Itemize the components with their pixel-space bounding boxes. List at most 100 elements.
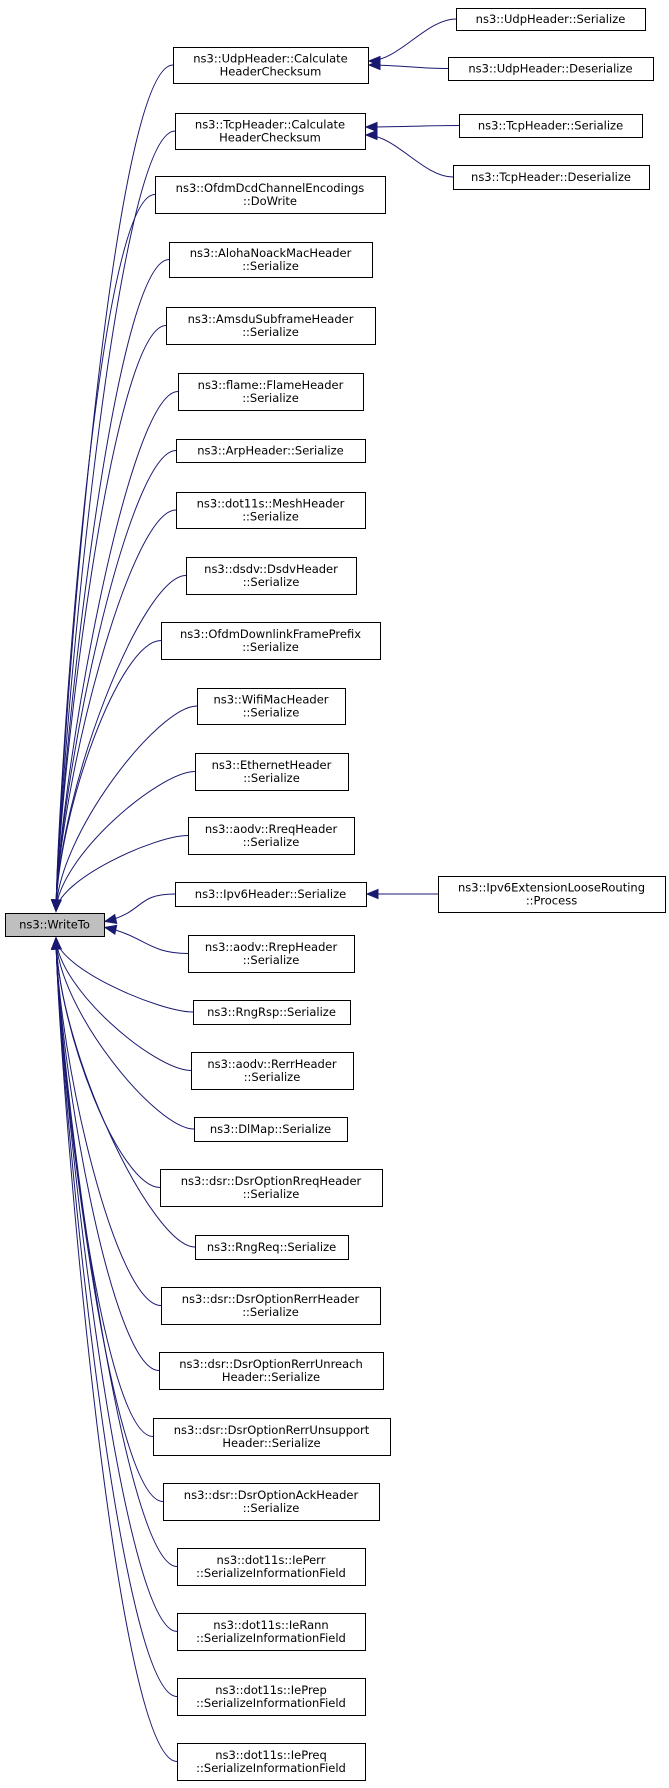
node-ofdm-dl[interactable]: ns3::OfdmDownlinkFramePrefix::Serialize xyxy=(161,622,381,660)
node-rrep[interactable]: ns3::aodv::RrepHeader::Serialize xyxy=(188,935,355,973)
node-box xyxy=(153,1418,391,1456)
node-label-line: HeaderChecksum xyxy=(219,131,321,145)
node-label-line: ::Serialize xyxy=(244,1070,301,1084)
edge-udp-ser-to-udp-calc xyxy=(368,18,457,62)
node-label-line: ns3::WifiMacHeader xyxy=(213,693,328,707)
node-label-line: ::SerializeInformationField xyxy=(196,1696,346,1710)
node-flame[interactable]: ns3::flame::FlameHeader::Serialize xyxy=(178,373,364,411)
node-label-line: ::Serialize xyxy=(243,1501,300,1515)
node-label-line: ns3::dsdv::DsdvHeader xyxy=(204,562,338,576)
arrowhead-preq xyxy=(50,936,62,950)
node-rngreq[interactable]: ns3::RngReq::Serialize xyxy=(195,1235,349,1260)
node-label-line: ::Serialize xyxy=(242,640,299,654)
node-label-line: ns3::TcpHeader::Calculate xyxy=(195,118,345,132)
edge-wifi-to-root xyxy=(55,705,198,912)
node-label-line: ::Serialize xyxy=(243,953,300,967)
node-box xyxy=(188,817,355,855)
root-node[interactable]: ns3::WriteTo xyxy=(5,913,105,937)
node-dsr-rreq[interactable]: ns3::dsr::DsrOptionRreqHeader::Serialize xyxy=(160,1169,383,1207)
node-ipv6ext[interactable]: ns3::Ipv6ExtensionLooseRouting::Process xyxy=(438,876,666,913)
edge-rreq-to-root xyxy=(55,835,189,912)
node-eth[interactable]: ns3::EthernetHeader::Serialize xyxy=(195,753,349,791)
node-preq[interactable]: ns3::dot11s::IePreq::SerializeInformatio… xyxy=(177,1743,366,1781)
edges-layer xyxy=(50,18,460,1762)
node-label-line: ns3::RngReq::Serialize xyxy=(207,1240,336,1254)
node-label-line: ns3::OfdmDownlinkFramePrefix xyxy=(180,627,361,641)
node-arp[interactable]: ns3::ArpHeader::Serialize xyxy=(176,439,366,463)
edge-aloha-to-root xyxy=(55,259,170,912)
node-rreq[interactable]: ns3::aodv::RreqHeader::Serialize xyxy=(188,817,355,855)
arrowhead-rreq xyxy=(51,899,62,913)
node-box xyxy=(155,176,386,214)
node-label-line: ::Process xyxy=(526,894,577,908)
edge-dsr-rerr-to-root xyxy=(55,937,162,1306)
edge-tcp-ser-to-tcp-calc xyxy=(365,125,460,128)
node-wifi[interactable]: ns3::WifiMacHeader::Serialize xyxy=(197,688,346,725)
edge-prep-to-root xyxy=(55,937,178,1697)
node-label-line: ns3::dot11s::MeshHeader xyxy=(197,497,345,511)
nodes-layer: ns3::WriteTons3::UdpHeader::CalculateHea… xyxy=(5,8,666,1781)
arrowhead-tcp-ser xyxy=(364,121,378,133)
node-label-line: ns3::UdpHeader::Serialize xyxy=(476,12,626,26)
edge-rerr-to-root xyxy=(55,937,192,1071)
node-label-line: ::Serialize xyxy=(242,325,299,339)
node-label-line: ns3::aodv::RerrHeader xyxy=(207,1057,337,1071)
node-tcp-deser[interactable]: ns3::TcpHeader::Deserialize xyxy=(453,165,650,190)
node-label-line: ns3::dot11s::IePerr xyxy=(217,1553,326,1567)
edge-tcp-deser-to-tcp-calc xyxy=(365,134,454,178)
node-dsr-ack[interactable]: ns3::dsr::DsrOptionAckHeader::Serialize xyxy=(163,1483,380,1521)
node-dlmap[interactable]: ns3::DlMap::Serialize xyxy=(194,1117,348,1142)
node-label-line: ns3::OfdmDcdChannelEncodings xyxy=(176,181,365,195)
edge-dsr-rreq-to-root xyxy=(55,937,161,1188)
node-label-line: ::Serialize xyxy=(243,835,300,849)
node-dsdv[interactable]: ns3::dsdv::DsdvHeader::Serialize xyxy=(186,557,357,595)
edge-perr-to-root xyxy=(55,937,178,1567)
node-aloha[interactable]: ns3::AlohaNoackMacHeader::Serialize xyxy=(169,242,373,278)
node-udp-deser[interactable]: ns3::UdpHeader::Deserialize xyxy=(448,57,654,81)
node-box xyxy=(195,1235,349,1260)
node-label-line: ns3::UdpHeader::Calculate xyxy=(193,52,348,66)
node-rann[interactable]: ns3::dot11s::IeRann::SerializeInformatio… xyxy=(177,1613,366,1651)
node-ipv6[interactable]: ns3::Ipv6Header::Serialize xyxy=(175,882,367,907)
node-label-line: ns3::UdpHeader::Deserialize xyxy=(468,62,632,76)
node-box xyxy=(177,1743,366,1781)
node-box xyxy=(456,8,646,31)
node-label-line: ns3::aodv::RreqHeader xyxy=(205,822,338,836)
node-box xyxy=(175,882,367,907)
node-label-line: ns3::aodv::RrepHeader xyxy=(205,940,338,954)
edge-rngreq-to-root xyxy=(55,937,196,1248)
arrowhead-tcp-deser xyxy=(364,129,378,141)
node-rerr[interactable]: ns3::aodv::RerrHeader::Serialize xyxy=(191,1052,354,1090)
node-box xyxy=(163,1483,380,1521)
node-box xyxy=(193,1000,351,1025)
node-rngrsp[interactable]: ns3::RngRsp::Serialize xyxy=(193,1000,351,1025)
node-box xyxy=(5,913,105,937)
node-box xyxy=(448,57,654,81)
node-label-line: ns3::dsr::DsrOptionRerrUnsupport xyxy=(174,1423,370,1437)
arrowhead-ipv6 xyxy=(103,913,118,924)
node-label-line: ::Serialize xyxy=(243,771,300,785)
node-dsr-unsupport[interactable]: ns3::dsr::DsrOptionRerrUnsupportHeader::… xyxy=(153,1418,391,1456)
arrowhead-rrep xyxy=(103,924,118,935)
node-dsr-rerr[interactable]: ns3::dsr::DsrOptionRerrHeader::Serialize xyxy=(161,1287,381,1325)
node-box xyxy=(177,1548,366,1586)
node-label-line: ::Serialize xyxy=(242,259,299,273)
node-label-line: ::SerializeInformationField xyxy=(196,1631,346,1645)
node-box xyxy=(159,1352,384,1390)
edge-udp-deser-to-udp-calc xyxy=(368,64,449,69)
node-tcp-ser[interactable]: ns3::TcpHeader::Serialize xyxy=(459,114,643,138)
node-amsdu[interactable]: ns3::AmsduSubframeHeader::Serialize xyxy=(166,307,376,345)
node-box xyxy=(175,113,366,150)
node-prep[interactable]: ns3::dot11s::IePrep::SerializeInformatio… xyxy=(177,1678,366,1716)
node-mesh[interactable]: ns3::dot11s::MeshHeader::Serialize xyxy=(176,492,366,529)
node-box xyxy=(191,1052,354,1090)
node-perr[interactable]: ns3::dot11s::IePerr::SerializeInformatio… xyxy=(177,1548,366,1586)
edge-ofdm-dcd-to-root xyxy=(55,194,156,912)
edge-dlmap-to-root xyxy=(55,937,195,1130)
node-udp-ser[interactable]: ns3::UdpHeader::Serialize xyxy=(456,8,646,31)
node-dsr-unreach[interactable]: ns3::dsr::DsrOptionRerrUnreachHeader::Se… xyxy=(159,1352,384,1390)
node-ofdm-dcd[interactable]: ns3::OfdmDcdChannelEncodings::DoWrite xyxy=(155,176,386,214)
arrowhead-ipv6ext xyxy=(365,888,379,900)
